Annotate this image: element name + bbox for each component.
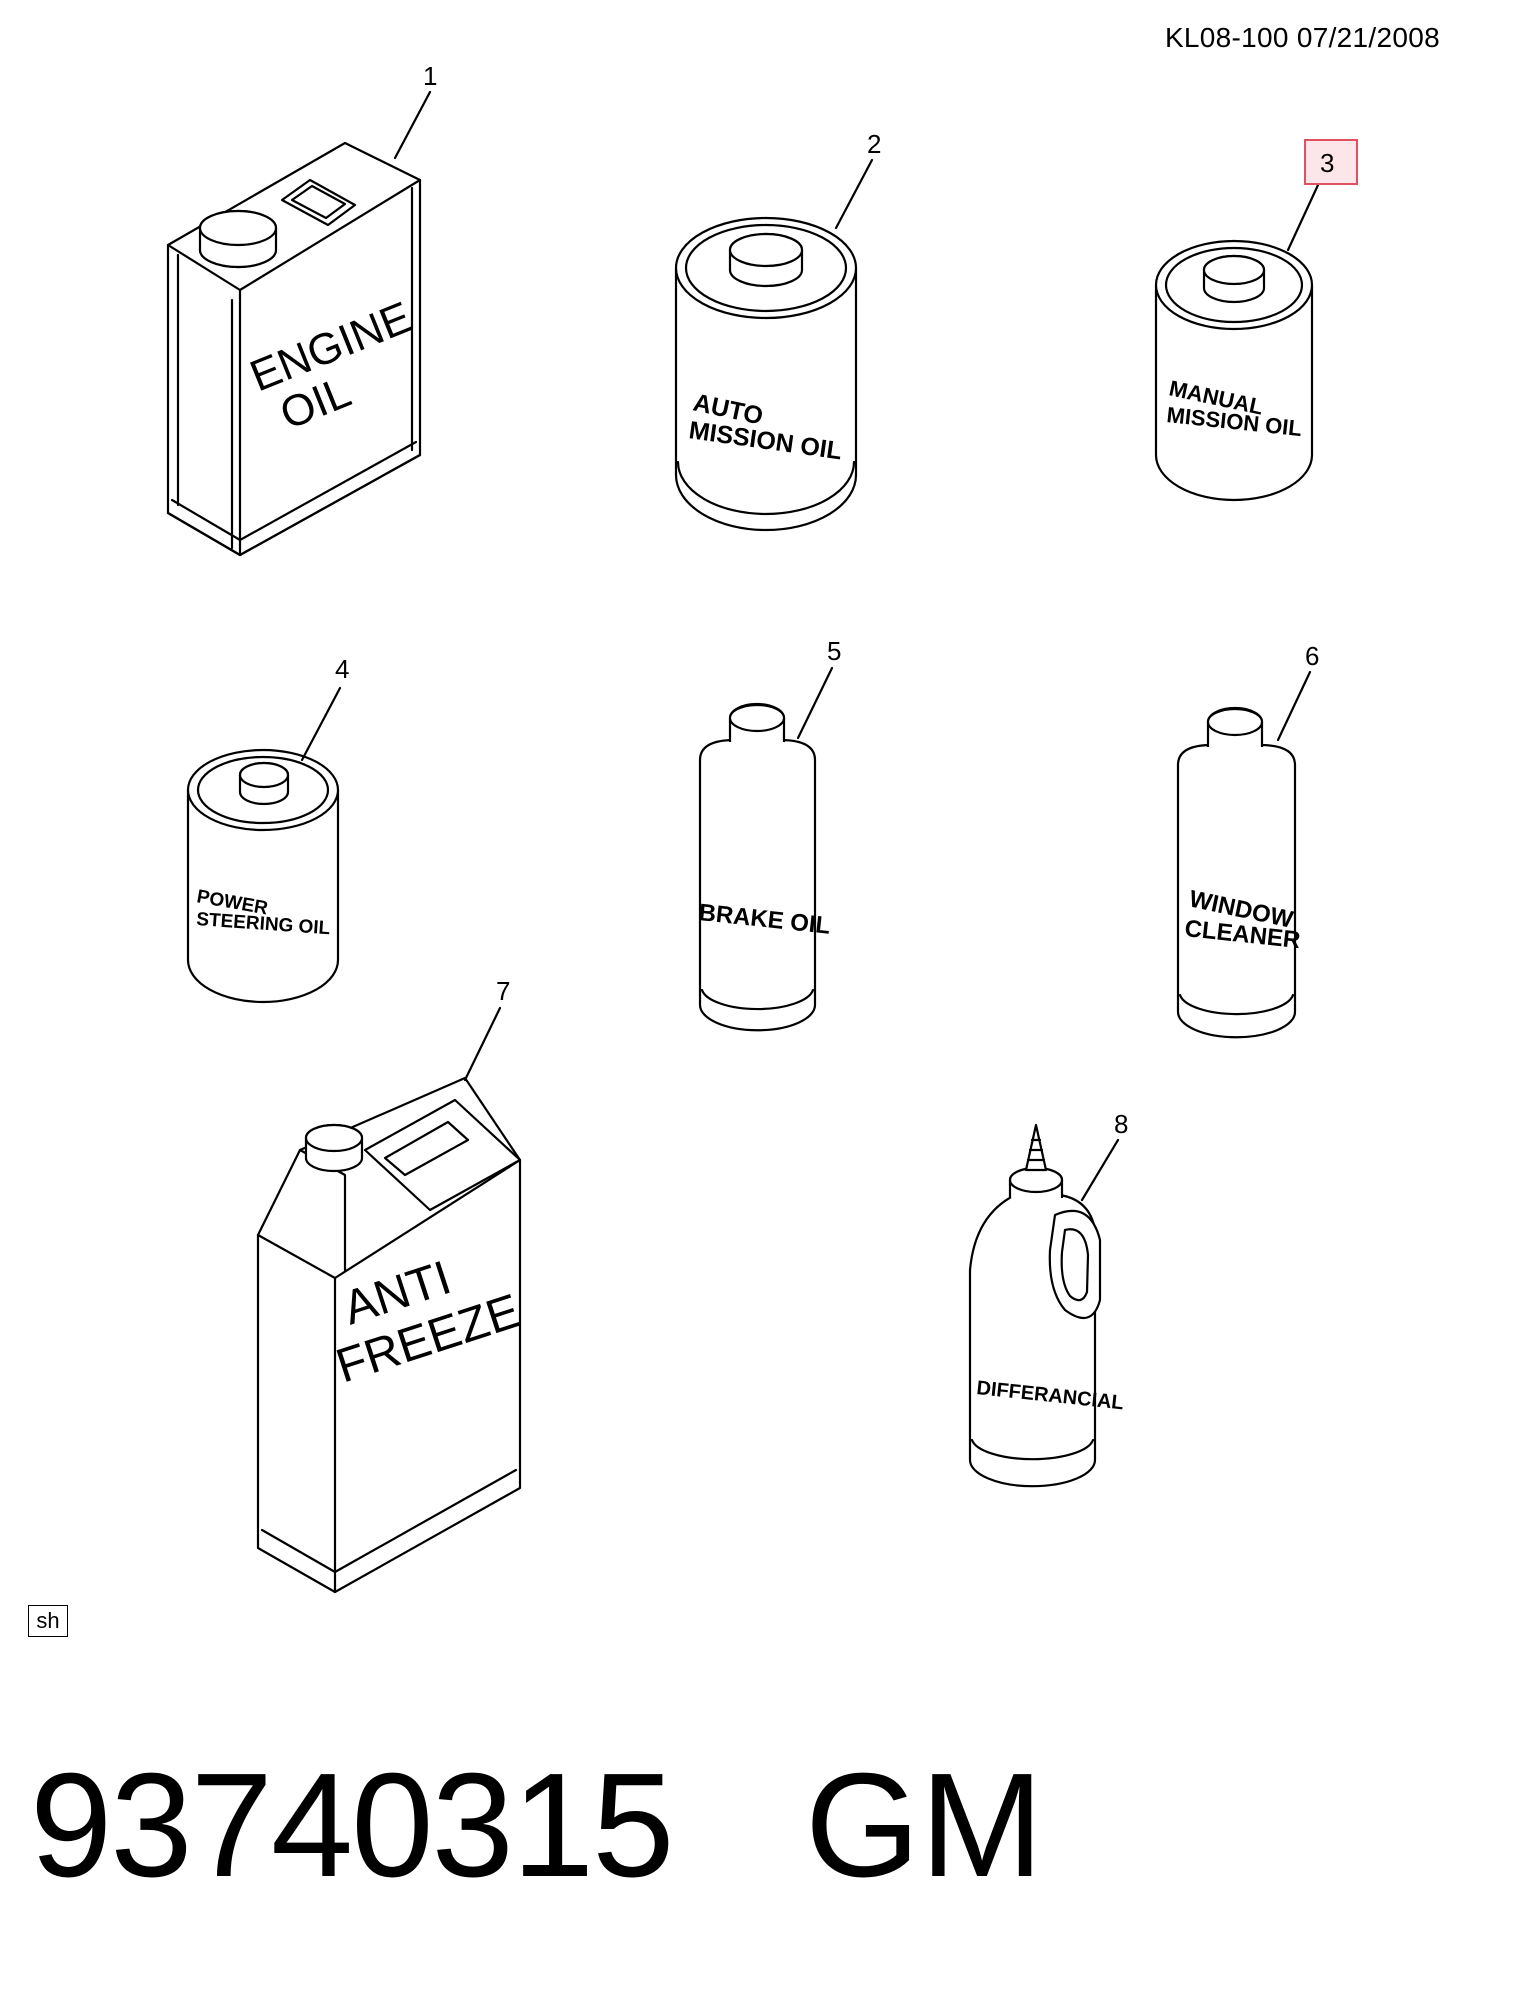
leader-line-8 xyxy=(1080,1138,1120,1202)
brake-oil-bottle[interactable] xyxy=(698,702,817,1032)
callout-3: 3 xyxy=(1320,148,1334,178)
callout-7: 7 xyxy=(496,976,510,1006)
sheet-tag: sh xyxy=(28,1605,68,1637)
leader-line-4 xyxy=(300,686,342,762)
callout-5: 5 xyxy=(827,636,841,666)
auto-mission-oil-can[interactable] xyxy=(674,216,858,532)
callout-4: 4 xyxy=(335,654,349,684)
window-cleaner-bottle[interactable] xyxy=(1176,706,1297,1039)
document-code: KL08-100 07/21/2008 xyxy=(1164,22,1440,53)
engine-oil-can[interactable] xyxy=(166,141,422,557)
part-number: 93740315 xyxy=(30,1743,674,1908)
differancial-bottle[interactable] xyxy=(968,1123,1102,1488)
anti-freeze-jug[interactable] xyxy=(256,1076,522,1594)
leader-line-6 xyxy=(1276,670,1312,742)
leader-line-1 xyxy=(393,90,432,160)
manual-mission-oil-can[interactable] xyxy=(1154,239,1314,502)
leader-line-2 xyxy=(834,158,874,230)
callout-6: 6 xyxy=(1305,641,1319,671)
power-steering-oil-can[interactable] xyxy=(186,748,340,1004)
callout-2: 2 xyxy=(867,129,881,159)
leader-line-3 xyxy=(1286,183,1320,252)
brand-name: GM xyxy=(805,1743,1044,1908)
callout-8: 8 xyxy=(1114,1109,1128,1139)
leader-line-5 xyxy=(796,666,834,740)
callout-1: 1 xyxy=(423,61,437,91)
leader-line-7 xyxy=(463,1006,502,1082)
callout-3-highlight xyxy=(1304,139,1358,185)
